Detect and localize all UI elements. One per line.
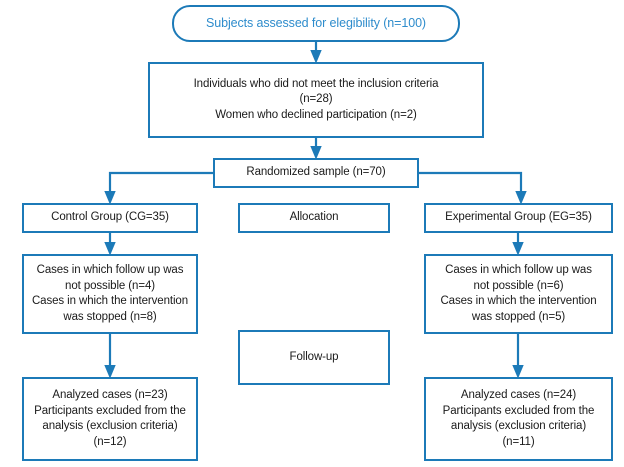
- node-experimental-analyzed-label: Analyzed cases (n=24) Participants exclu…: [442, 389, 595, 448]
- node-control-group-label: Control Group (CG=35): [51, 211, 169, 224]
- node-control-group-analyzed: Analyzed cases (n=23) Participants exclu…: [22, 377, 198, 461]
- node-allocation-stage: Allocation: [238, 203, 390, 233]
- node-eligibility-label: Subjects assessed for elegibility (n=100…: [206, 15, 426, 30]
- node-control-group: Control Group (CG=35): [22, 203, 198, 233]
- edge-randomized-to-experimental-group: [419, 171, 527, 205]
- node-control-followup-label: Cases in which follow up was not possibl…: [31, 264, 189, 323]
- node-followup-stage: Follow-up: [238, 330, 390, 385]
- node-randomized-label: Randomized sample (n=70): [246, 166, 386, 179]
- node-experimental-group-followup-losses: Cases in which follow up was not possibl…: [424, 254, 613, 334]
- node-experimental-group-analyzed: Analyzed cases (n=24) Participants exclu…: [424, 377, 613, 461]
- node-control-analyzed-label: Analyzed cases (n=23) Participants exclu…: [34, 389, 186, 448]
- node-experimental-followup-label: Cases in which follow up was not possibl…: [440, 264, 597, 323]
- node-excluded-individuals: Individuals who did not meet the inclusi…: [148, 62, 484, 138]
- node-control-group-followup-losses: Cases in which follow up was not possibl…: [22, 254, 198, 334]
- edge-randomized-to-control-group: [104, 171, 213, 205]
- node-excluded-label: Individuals who did not meet the inclusi…: [193, 77, 439, 121]
- node-allocation-label: Allocation: [289, 211, 339, 224]
- node-subjects-assessed-for-eligibility: Subjects assessed for elegibility (n=100…: [172, 5, 460, 42]
- node-experimental-group: Experimental Group (EG=35): [424, 203, 613, 233]
- node-followup-stage-label: Follow-up: [289, 350, 339, 363]
- node-randomized-sample: Randomized sample (n=70): [213, 158, 419, 188]
- node-experimental-group-label: Experimental Group (EG=35): [445, 211, 592, 224]
